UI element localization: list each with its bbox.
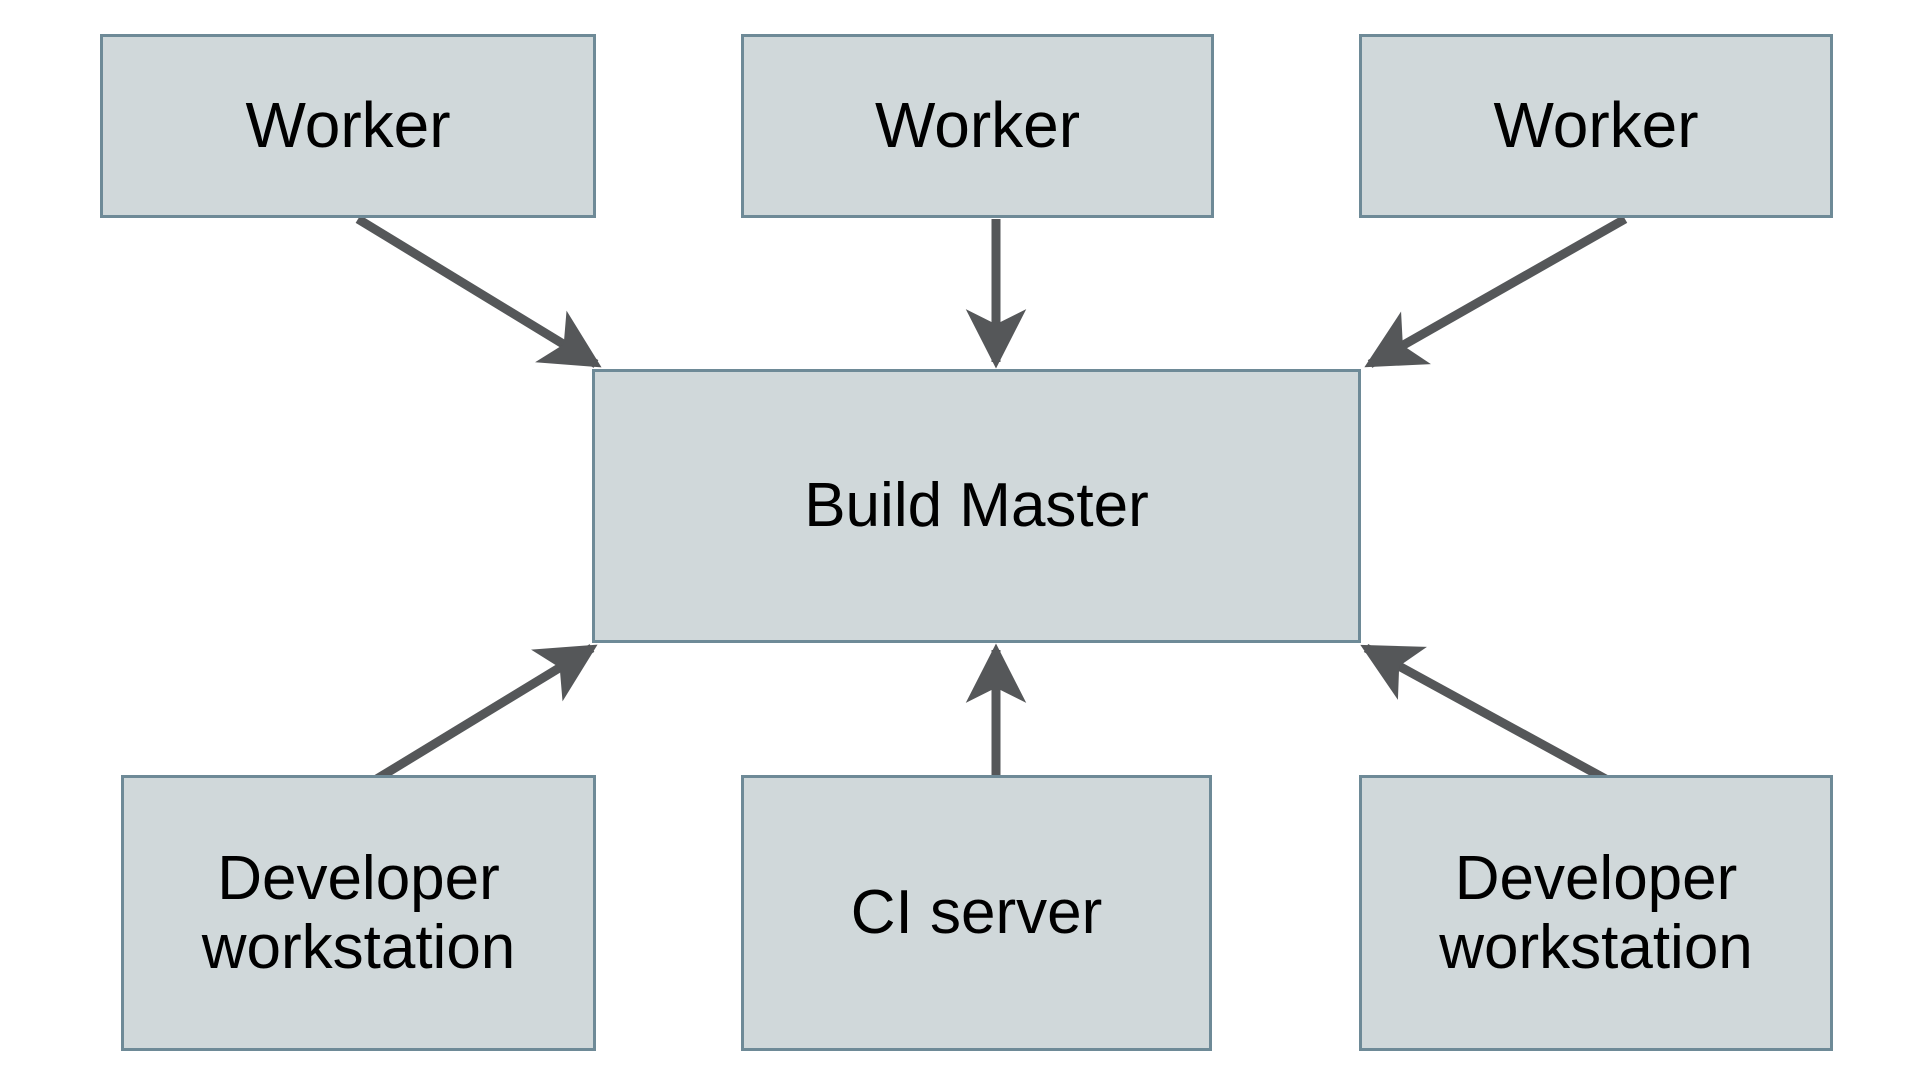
edge-dev-workstation-2-to-build-master (1360, 644, 1625, 792)
edge-worker3-to-build-master (1364, 215, 1628, 368)
edge-dev-workstation-1-to-build-master (359, 644, 598, 792)
edge-worker1-to-build-master (355, 215, 602, 368)
node-worker-2[interactable]: Worker (741, 34, 1214, 218)
node-worker-1[interactable]: Worker (100, 34, 596, 218)
node-worker-1-label: Worker (245, 89, 451, 162)
node-worker-2-label: Worker (874, 89, 1081, 162)
node-build-master-label: Build Master (804, 471, 1149, 541)
node-developer-workstation-2-label: Developer workstation (1439, 843, 1753, 982)
node-developer-workstation-1-label: Developer workstation (201, 843, 516, 982)
node-build-master[interactable]: Build Master (592, 369, 1361, 643)
node-developer-workstation-1[interactable]: Developer workstation (121, 775, 596, 1051)
node-worker-3-label: Worker (1493, 89, 1699, 162)
node-ci-server-label: CI server (850, 878, 1103, 948)
node-worker-3[interactable]: Worker (1359, 34, 1833, 218)
node-developer-workstation-2[interactable]: Developer workstation (1359, 775, 1833, 1051)
node-ci-server[interactable]: CI server (741, 775, 1212, 1051)
